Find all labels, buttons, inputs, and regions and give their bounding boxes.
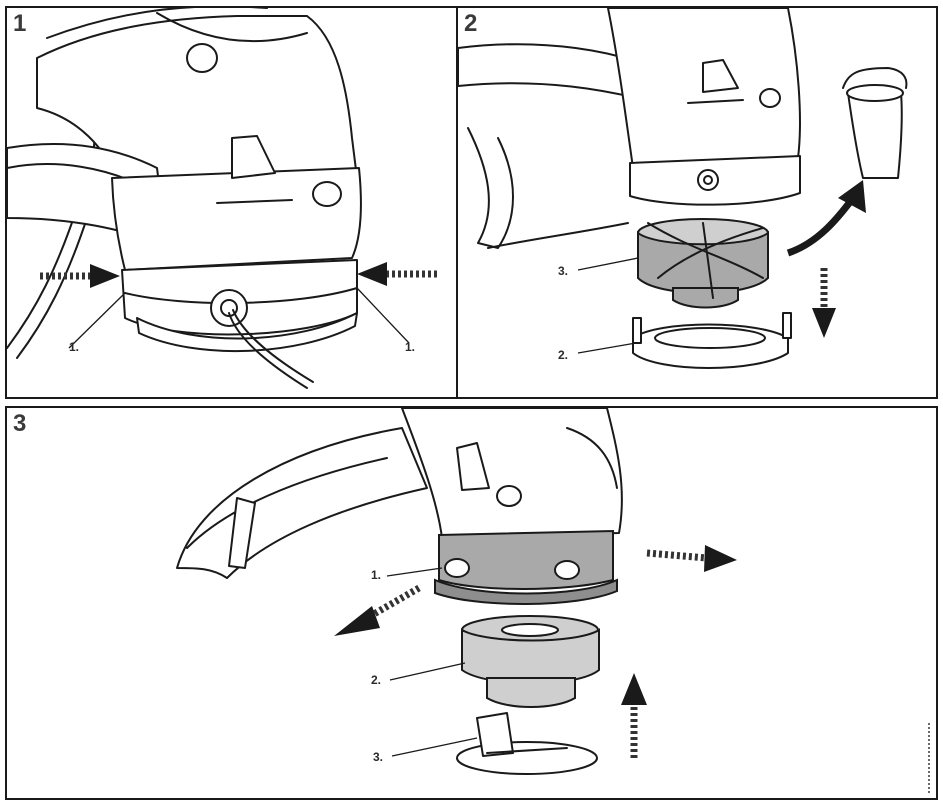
arrow-head-icon: [704, 545, 737, 572]
panel-2-illustration: [458, 8, 908, 369]
arrow-head-icon: [621, 673, 647, 705]
callout-2-cover: 2.: [558, 348, 569, 362]
panel-2: 2: [456, 6, 938, 399]
arrow-head-icon: [812, 308, 836, 338]
arrow-head-icon: [838, 180, 866, 213]
panel-number: 2: [464, 10, 478, 37]
callout-2-spool: 3.: [558, 264, 569, 278]
panel-number: 3: [13, 410, 27, 437]
dashed-arrow-icon: [646, 549, 708, 562]
panel-1-illustration: [7, 8, 437, 389]
callout-1-left: 1.: [69, 340, 80, 354]
panel-1: 1 1. 1.: [5, 6, 458, 399]
dashed-arrow-icon: [365, 584, 421, 622]
arrow-head-icon: [334, 606, 380, 636]
panel-3: 3 1. 2.: [5, 406, 938, 800]
callout-3-collar: 1.: [371, 568, 382, 582]
panel-number: 1: [13, 10, 27, 37]
panel-3-illustration: [176, 408, 930, 793]
arrow-head-icon: [357, 262, 387, 286]
arrow-head-icon: [90, 264, 120, 288]
callout-3-spool: 2.: [371, 673, 382, 687]
callout-3-cover: 3.: [373, 750, 384, 764]
callout-1-right: 1.: [405, 340, 416, 354]
